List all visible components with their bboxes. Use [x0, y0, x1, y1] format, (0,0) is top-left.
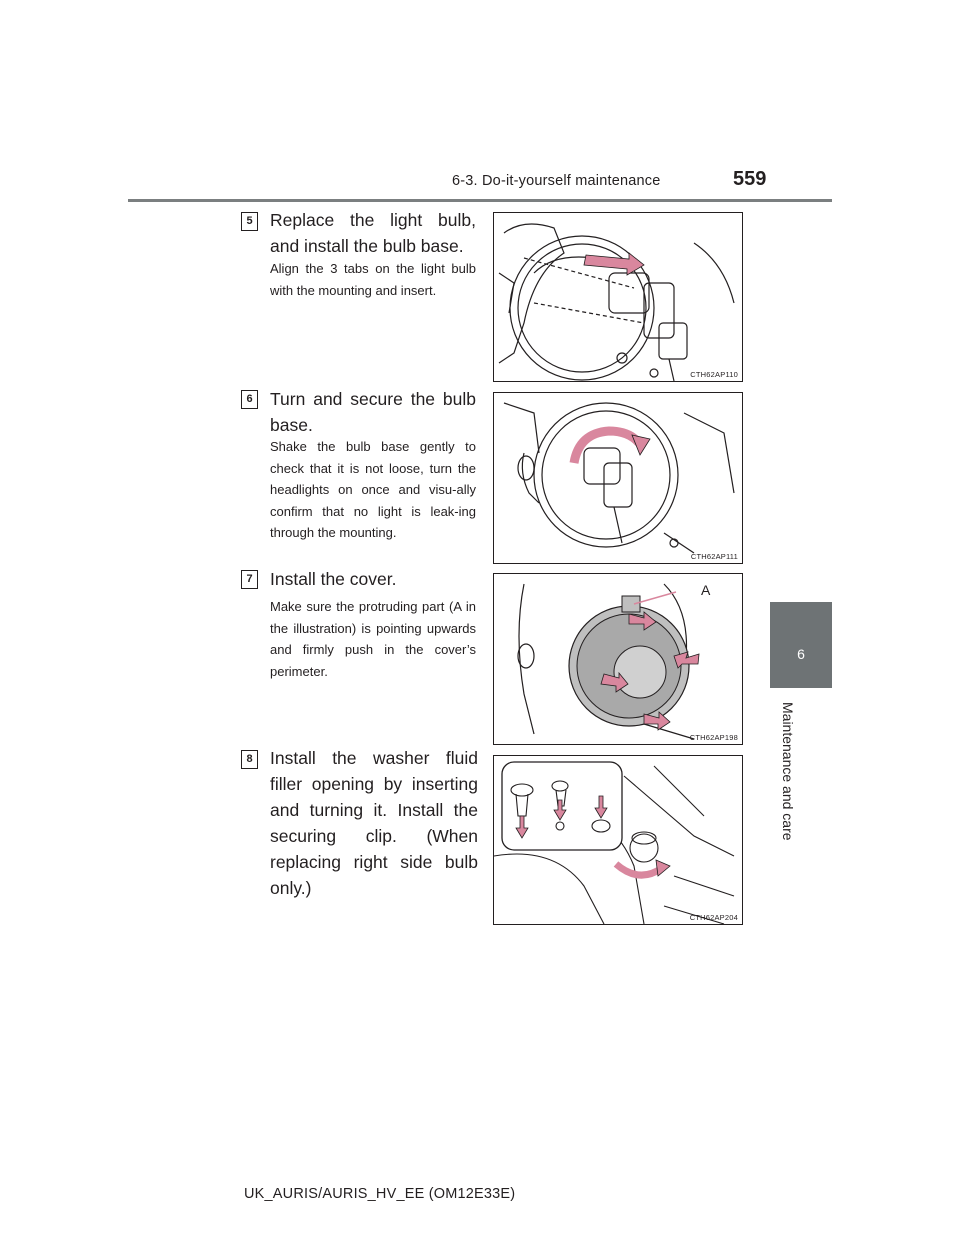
- figure-code: CTH62AP204: [689, 913, 738, 922]
- page-number: 559: [733, 168, 767, 190]
- step-7-title: Install the cover.: [270, 569, 397, 589]
- header-rule: [128, 199, 832, 202]
- figure-bulb-secure: CTH62AP111: [493, 392, 743, 564]
- chapter-tab[interactable]: 6: [770, 602, 832, 688]
- cover-install-illustration: [517, 583, 700, 740]
- chapter-title-vertical: Maintenance and care: [778, 694, 798, 844]
- manual-code: UK_AURIS/AURIS_HV_EE (OM12E33E): [244, 1186, 516, 1202]
- step-7-badge: 7: [241, 570, 258, 589]
- figure-code: CTH62AP111: [690, 552, 738, 561]
- step-6-badge: 6: [241, 390, 258, 409]
- washer-filler-illustration: [494, 761, 735, 924]
- bulb-install-illustration: [498, 223, 735, 381]
- chapter-number: 6: [797, 646, 805, 662]
- step-6-title: Turn and secure the bulb base.: [270, 389, 476, 435]
- step-5-badge: 5: [241, 212, 258, 231]
- figure-washer-filler: CTH62AP204: [493, 755, 743, 925]
- step-5-note: Align the 3 tabs on the light bulb with …: [270, 261, 476, 298]
- header-section-title: 6-3. Do-it-yourself maintenance: [452, 173, 661, 189]
- figure-code: CTH62AP110: [690, 370, 738, 379]
- step-7-note: Make sure the protruding part (A in the …: [270, 599, 476, 679]
- figure-code: CTH62AP198: [689, 733, 738, 742]
- step-8-badge: 8: [241, 750, 258, 769]
- chapter-title: Maintenance and care: [780, 702, 796, 841]
- bulb-secure-illustration: [503, 402, 735, 554]
- step-8-title: Install the washer fluid filler opening …: [270, 748, 478, 898]
- figure-bulb-install: CTH62AP110: [493, 212, 743, 382]
- step-5-title: Replace the light bulb, and install the …: [270, 210, 476, 256]
- callout-a-label: A: [701, 582, 711, 598]
- step-6-note: Shake the bulb base gently to check that…: [270, 439, 476, 540]
- figure-cover-install: A CTH62AP198: [493, 573, 743, 745]
